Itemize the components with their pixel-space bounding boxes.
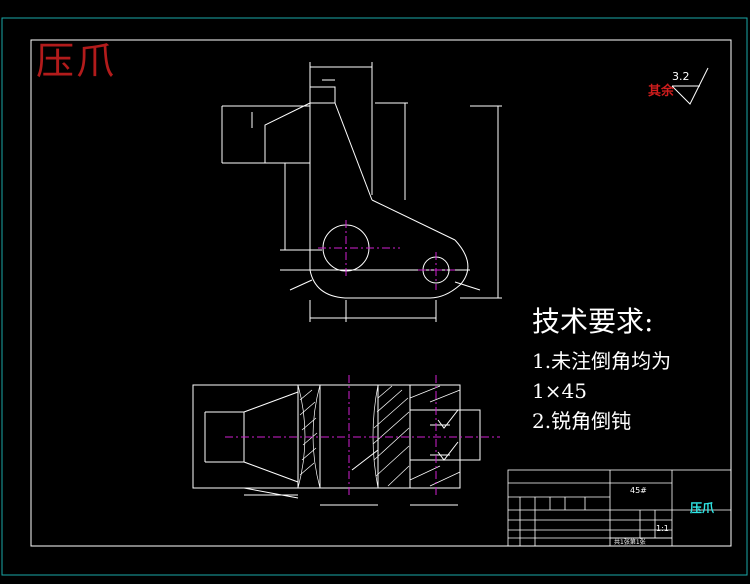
- note-line-2: 1×45: [532, 379, 587, 403]
- notes-title: 技术要求:: [532, 305, 654, 338]
- drawing-title: 压爪: [36, 39, 117, 83]
- title-block-part-name: 压爪: [690, 501, 715, 515]
- outer-frame: [1, 17, 748, 576]
- center-lines-section: [225, 375, 500, 498]
- note-line-1: 1.未注倒角均为: [532, 349, 672, 373]
- sheet-text: 共1张第1张: [614, 538, 646, 546]
- hatching: [297, 384, 461, 489]
- roughness-label: 其余: [648, 84, 675, 99]
- note-line-3: 2.锐角倒钝: [532, 409, 632, 433]
- center-lines-front: [318, 220, 455, 290]
- scale-text: 1:1: [656, 524, 669, 533]
- technical-requirements: 技术要求: 1.未注倒角均为 1×45 2.锐角倒钝: [532, 300, 671, 436]
- inner-frame: [30, 39, 732, 547]
- section-view: [192, 384, 481, 506]
- roughness-value: 3.2: [672, 70, 690, 83]
- front-view: [221, 62, 502, 322]
- roughness-symbol: [671, 67, 709, 105]
- title-block: [507, 469, 732, 547]
- material-text: 45#: [630, 486, 647, 495]
